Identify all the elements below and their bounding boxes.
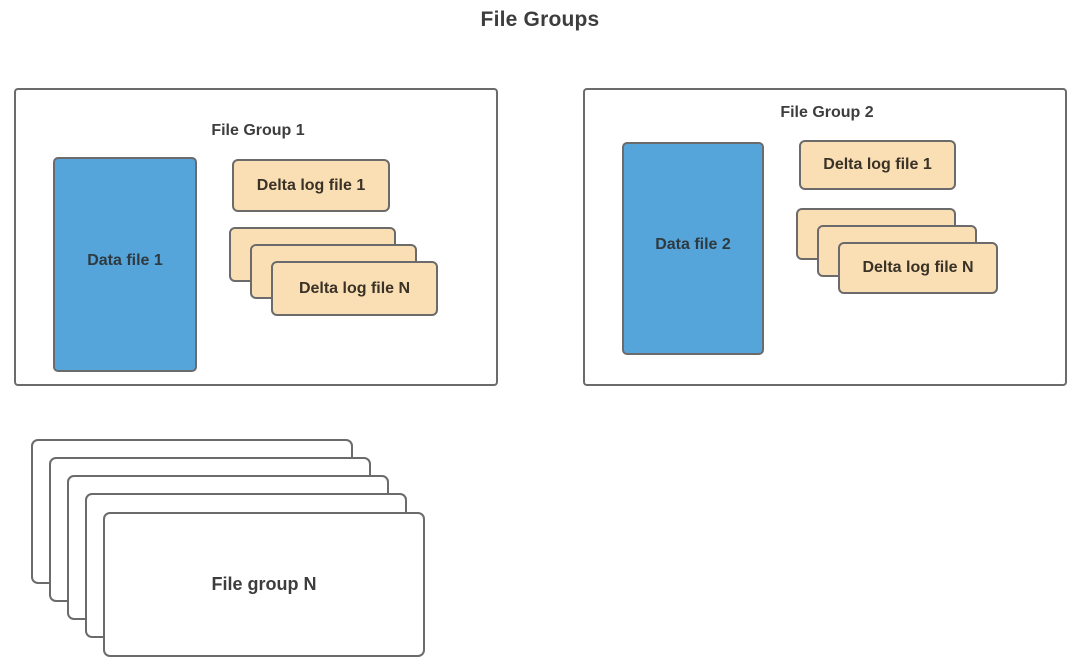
- file-group-2-label: File Group 2: [780, 104, 874, 121]
- delta-log-stack-group-2: Delta log file N: [796, 208, 1006, 298]
- file-group-1-panel[interactable]: File Group 1 Data file 1 Delta log file …: [14, 88, 498, 386]
- delta-log-file-n-label-group-1: Delta log file N: [298, 279, 411, 297]
- delta-log-file-1-box-group-2[interactable]: Delta log file 1: [799, 140, 956, 190]
- page-title: File Groups: [480, 8, 600, 31]
- file-group-1-label: File Group 1: [211, 122, 305, 139]
- file-group-n-card-front[interactable]: File group N: [103, 512, 425, 657]
- delta-log-file-n-label-group-2: Delta log file N: [862, 259, 974, 276]
- data-file-2-label: Data file 2: [655, 235, 731, 253]
- file-group-n-stack: File group N: [31, 439, 431, 661]
- delta-log-stack-group-1: Delta log file N: [229, 227, 444, 322]
- delta-log-file-1-box-group-1[interactable]: Delta log file 1: [232, 159, 390, 212]
- delta-log-file-1-label-group-2: Delta log file 1: [823, 156, 932, 173]
- data-file-1-label: Data file 1: [87, 251, 163, 269]
- delta-log-stack-card-front-group-2[interactable]: Delta log file N: [838, 242, 998, 294]
- data-file-1-box[interactable]: Data file 1: [53, 157, 197, 372]
- data-file-2-box[interactable]: Data file 2: [622, 142, 764, 355]
- file-group-n-label: File group N: [211, 574, 317, 594]
- file-group-2-panel[interactable]: File Group 2 Data file 2 Delta log file …: [583, 88, 1067, 386]
- delta-log-stack-card-front-group-1[interactable]: Delta log file N: [271, 261, 438, 316]
- delta-log-file-1-label-group-1: Delta log file 1: [256, 176, 366, 194]
